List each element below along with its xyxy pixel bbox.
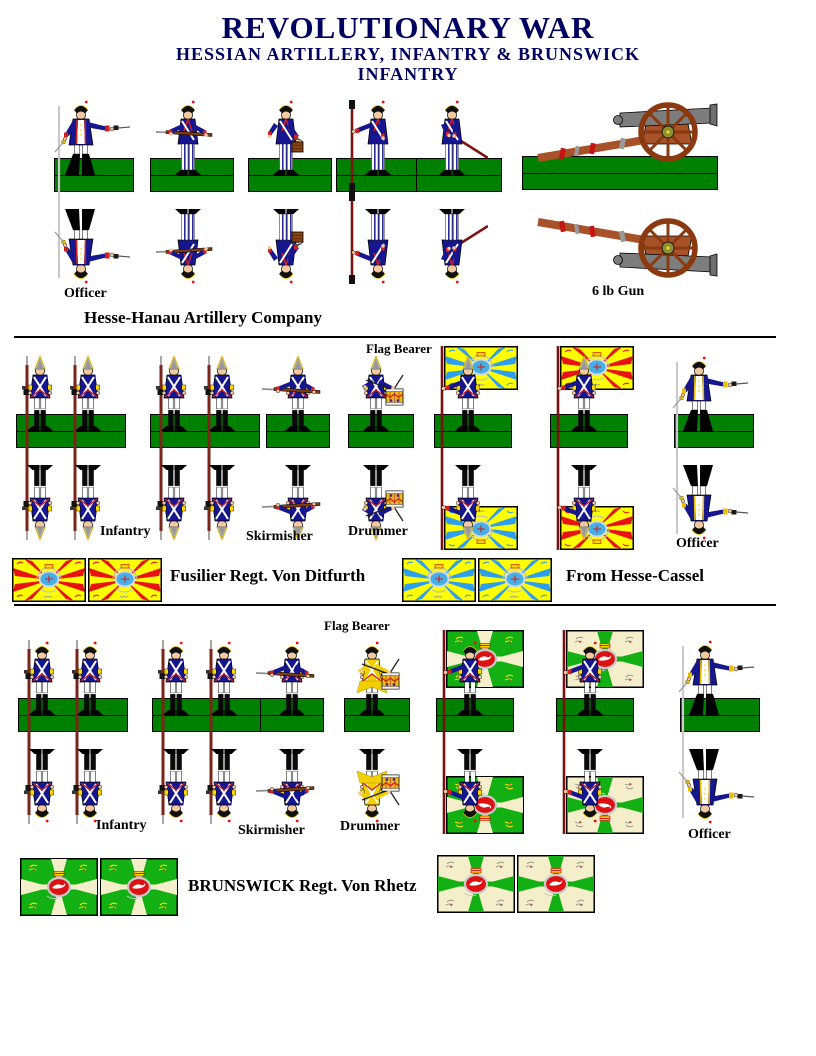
officer-figure-mirror	[670, 732, 758, 824]
brunswick-cream-flag-pair	[437, 855, 595, 913]
brunswick-cream-flags	[437, 855, 597, 918]
stand-base	[260, 698, 324, 732]
officer-figure	[46, 100, 134, 192]
officer-label: Officer	[64, 286, 107, 301]
page-title: REVOLUTIONARY WAR	[221, 10, 595, 45]
drummer-figure-yellow-mirror	[342, 732, 414, 824]
flag-bearer-figure-red	[550, 346, 634, 448]
hesse-red-flag-pair	[12, 558, 162, 602]
gunner-musket-figure-mirror	[156, 192, 220, 284]
page-subtitle-line1: HESSIAN ARTILLERY, INFANTRY & BRUNSWICK	[175, 44, 641, 64]
section-divider-2	[14, 604, 776, 606]
section-divider-1	[14, 336, 776, 338]
brunswick-regiment-flags	[20, 858, 180, 921]
officer-label-ditfurth: Officer	[676, 536, 719, 551]
officer-figure	[670, 640, 758, 732]
company-label: Hesse-Hanau Artillery Company	[84, 308, 322, 327]
infantry-pair-figures	[18, 356, 112, 448]
gunner-bucket-figure-mirror	[254, 192, 318, 284]
drummer-label-brunswick: Drummer	[340, 819, 400, 834]
officer-label-brunswick: Officer	[688, 827, 731, 842]
infantry-label-ditfurth: Infantry	[100, 524, 151, 539]
cannon-figure-mirror	[520, 190, 720, 282]
skirmisher-label-ditfurth: Skirmisher	[246, 529, 313, 544]
gun-label: 6 lb Gun	[592, 284, 645, 299]
skirmisher-figure-mirror	[256, 732, 328, 824]
gunner-rammer-figure	[342, 100, 406, 192]
drummer-label-ditfurth: Drummer	[348, 524, 408, 539]
flag-bearer-figure-blue	[434, 346, 518, 448]
drummer-figure-yellow	[342, 640, 414, 732]
gunner-rammer-figure-mirror	[342, 192, 406, 284]
infantry-pair-figures-mirror	[20, 732, 114, 824]
ditfurth-regiment-flag-label: Fusilier Regt. Von Ditfurth	[170, 566, 366, 585]
officer-figure	[664, 356, 752, 448]
page-subtitle-line2: INFANTRY	[357, 64, 459, 84]
flag-bearer-figure-cream	[556, 630, 644, 732]
skirmisher-figure	[256, 640, 328, 732]
flag-bearer-figure-red-mirror	[550, 448, 634, 550]
gunner-handspike-figure-mirror	[420, 192, 488, 284]
infantry-label-brunswick: Infantry	[96, 818, 147, 833]
flag-bearer-figure-green	[436, 630, 524, 732]
cannon-figure	[520, 98, 720, 190]
brunswick-regiment-flag-label: BRUNSWICK Regt. Von Rhetz	[188, 876, 417, 895]
flag-bearer-figure-green-mirror	[436, 732, 524, 834]
skirmisher-label-brunswick: Skirmisher	[238, 823, 305, 838]
stand-base	[266, 414, 330, 448]
gunner-bucket-figure	[254, 100, 318, 192]
skirmisher-figure-mirror	[262, 448, 334, 540]
infantry-pair-figures-mirror	[18, 448, 112, 540]
skirmisher-figure	[262, 356, 334, 448]
ditfurth-regiment-flags	[12, 558, 162, 607]
officer-figure-mirror	[664, 448, 752, 540]
flag-bearer-figure-blue-mirror	[434, 448, 518, 550]
gunner-handspike-figure	[420, 100, 488, 192]
infantry-pair-figures-mirror	[152, 448, 246, 540]
hesse-cassel-flag-label: From Hesse-Cassel	[566, 566, 705, 585]
stand-base	[522, 156, 718, 190]
infantry-pair-figures	[20, 640, 114, 732]
officer-figure-mirror	[46, 192, 134, 284]
flag-bearer-label-brunswick: Flag Bearer	[324, 618, 390, 633]
infantry-pair-figures	[154, 640, 248, 732]
gunner-musket-figure	[156, 100, 220, 192]
hesse-blue-flag-pair	[402, 558, 552, 602]
drummer-figure	[346, 356, 418, 448]
infantry-pair-figures-mirror	[154, 732, 248, 824]
hesse-cassel-flags	[402, 558, 552, 607]
flag-bearer-figure-cream-mirror	[556, 732, 644, 834]
infantry-pair-figures	[152, 356, 246, 448]
brunswick-green-flag-pair	[20, 858, 178, 916]
flag-bearer-label-ditfurth: Flag Bearer	[366, 341, 432, 356]
